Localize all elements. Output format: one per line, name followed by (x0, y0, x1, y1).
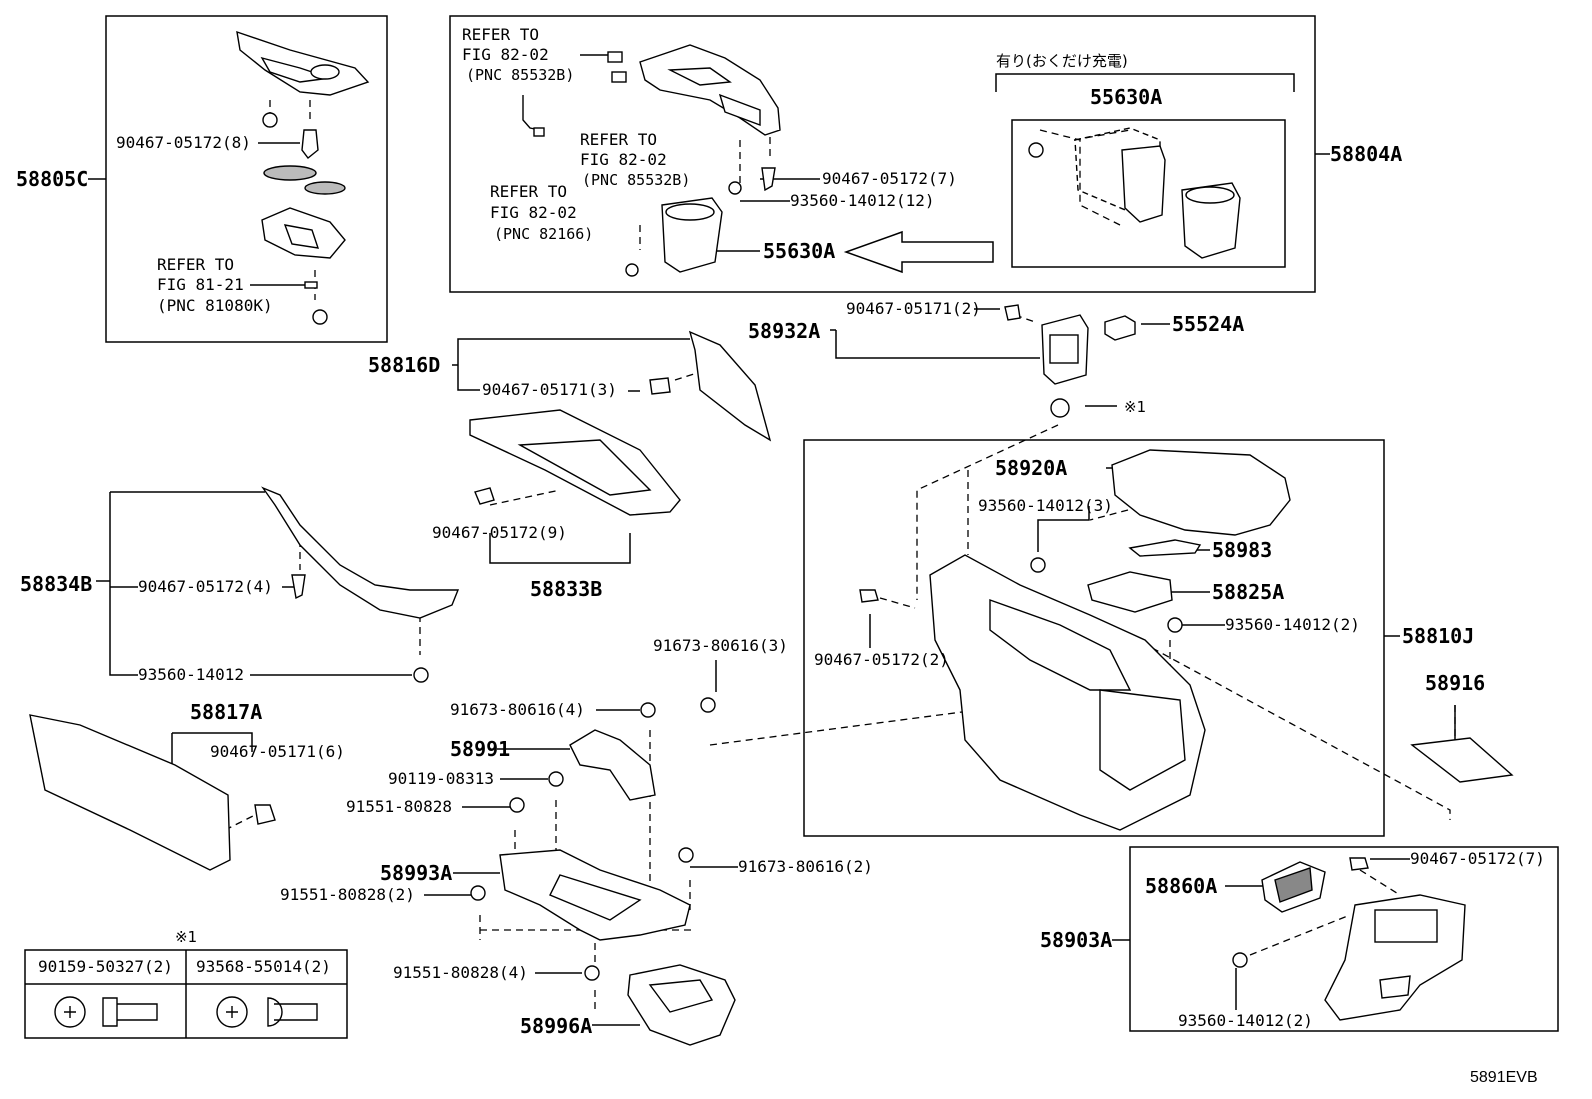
option-bracket (995, 73, 1295, 92)
mat-58916 (1410, 737, 1514, 783)
frame-58903A (1129, 846, 1559, 1032)
label-part-p15: 91551-80828(2) (280, 885, 415, 904)
label-58804A: 58804A (1330, 142, 1403, 166)
label-part-p13: 91551-80828 (346, 797, 452, 816)
label-55630A: 55630A (763, 239, 836, 263)
legend-mark: ※1 (175, 928, 198, 946)
label-55630A-option: 55630A (1090, 85, 1163, 109)
label-58817A: 58817A (190, 700, 263, 724)
pad-2 (304, 181, 346, 195)
label-part-p11: 91673-80616(4) (450, 700, 585, 719)
label-58991: 58991 (450, 737, 511, 761)
label-58833B: 58833B (530, 577, 603, 601)
ref-r2-line2: FIG 82-02 (580, 150, 667, 169)
label-part-p5: 90467-05171(3) (482, 380, 617, 399)
label-part-p2: 90467-05172(7) (822, 169, 957, 188)
ref-r4-line1: REFER TO (157, 255, 235, 274)
label-58932A: 58932A (748, 319, 821, 343)
frame-55630A-option (1011, 119, 1286, 268)
harness-connector (522, 95, 541, 131)
ref-r1-line1: REFER TO (462, 25, 540, 44)
label-55524A: 55524A (1172, 312, 1245, 336)
label-part-p10: 91673-80616(3) (653, 636, 788, 655)
label-part-p12: 90119-08313 (388, 769, 494, 788)
label-part-p20: 90467-05172(7) (1410, 849, 1545, 868)
label-part-p7: 90467-05172(4) (138, 577, 273, 596)
label-part-p4: 90467-05171(2) (846, 299, 981, 318)
screw-mark1 (1050, 398, 1070, 418)
label-part-p16: 91551-80828(4) (393, 963, 528, 982)
label-58983: 58983 (1212, 538, 1273, 562)
diagram-code: 5891EVB (1470, 1069, 1538, 1086)
frame-58810J (803, 439, 1385, 837)
ref-r2-line3: (PNC 85532B) (582, 171, 691, 189)
label-58834B: 58834B (20, 572, 93, 596)
label-part-p19: 90467-05172(2) (814, 650, 949, 669)
label-part-p14: 91673-80616(2) (738, 857, 873, 876)
side-panel-58816D (688, 330, 772, 442)
label-part-p18: 93560-14012(2) (1225, 615, 1360, 634)
label-mark1-screw: ※1 (1124, 398, 1147, 416)
switch-55524A (1104, 315, 1136, 341)
shifter-bezel-upper (236, 30, 370, 96)
armrest-58920A (1111, 449, 1291, 536)
ref-r3-line1: REFER TO (490, 182, 568, 201)
label-part-p21: 93560-14012(2) (1178, 1011, 1313, 1030)
ref-r1-line3: (PNC 85532B) (466, 66, 575, 84)
label-part-p3: 93560-14012(12) (790, 191, 935, 210)
pad-1 (263, 165, 317, 181)
label-58825A: 58825A (1212, 580, 1285, 604)
label-part-p8: 93560-14012 (138, 665, 244, 684)
label-58993A: 58993A (380, 861, 453, 885)
label-part-p1: 90467-05172(8) (116, 133, 251, 152)
label-part-p17: 93560-14012(3) (978, 496, 1113, 515)
ref-r1-line2: FIG 82-02 (462, 45, 549, 64)
legend-col1: 90159-50327(2) (38, 957, 173, 976)
legend-bolt-side-2 (267, 997, 318, 1027)
option-arrow (843, 230, 994, 274)
garnish-58834B (261, 486, 460, 619)
label-part-p9: 90467-05171(6) (210, 742, 345, 761)
ref-r4-line3: (PNC 81080K) (157, 296, 273, 315)
label-58860A: 58860A (1145, 874, 1218, 898)
label-58903A: 58903A (1040, 928, 1113, 952)
screw-option (1028, 142, 1044, 158)
legend-bolt-side-1 (102, 997, 158, 1027)
wireless-charger (1121, 145, 1166, 223)
bracket-58991 (569, 729, 656, 801)
label-jp-note: 有り(おくだけ充電) (996, 52, 1128, 70)
label-58996A: 58996A (520, 1014, 593, 1038)
label-58920A: 58920A (995, 456, 1068, 480)
ref-r3-line2: FIG 82-02 (490, 203, 577, 222)
legend-col2: 93568-55014(2) (196, 957, 331, 976)
label-58916: 58916 (1425, 671, 1486, 695)
label-part-p6: 90467-05172(9) (432, 523, 567, 542)
pad-58983 (1128, 539, 1202, 557)
ref-r2-line1: REFER TO (580, 130, 658, 149)
panel-58817A (29, 714, 231, 871)
label-58816D: 58816D (368, 353, 441, 377)
tray-58825A (1087, 571, 1173, 613)
ref-r4-line2: FIG 81-21 (157, 275, 244, 294)
label-58805C: 58805C (16, 167, 89, 191)
ref-r3-line3: (PNC 82166) (494, 225, 594, 243)
label-58810J: 58810J (1402, 624, 1475, 648)
